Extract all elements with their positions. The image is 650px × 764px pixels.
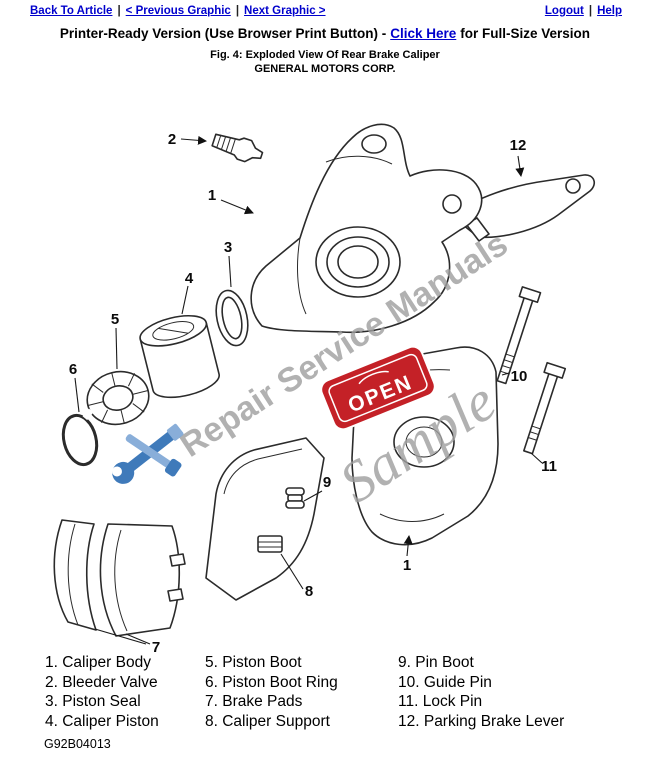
callout-guide-pin: 10 [511, 368, 528, 385]
legend-item: 12. Parking Brake Lever [398, 712, 565, 730]
piston-boot-part [86, 370, 150, 426]
pin-boot-part [285, 487, 305, 509]
company-name: GENERAL MOTORS CORP. [254, 63, 396, 75]
legend-item: 10. Guide Pin [398, 673, 492, 691]
caliper-piston-part [139, 314, 220, 399]
open-sign-script-decoration [358, 370, 389, 385]
logout-link[interactable]: Logout [544, 5, 584, 17]
callout-piston-boot-ring: 6 [69, 361, 77, 378]
legend-item: 5. Piston Boot [205, 654, 302, 671]
legend-item: 7. Brake Pads [205, 693, 303, 710]
callout-pin-boot: 9 [323, 474, 331, 491]
piston-boot-ring-part [61, 408, 99, 467]
callout-caliper-body: 1 [208, 187, 216, 204]
nav-right-group: Logout | Help [545, 5, 622, 17]
callout-leader-lines [74, 135, 543, 645]
callout-piston-boot: 5 [111, 311, 119, 328]
nav-separator: | [588, 5, 593, 17]
callout-bleeder-valve: 2 [168, 131, 176, 148]
nav-separator: | [235, 5, 240, 17]
callout-lock-pin: 11 [541, 458, 557, 475]
title-suffix: for Full-Size Version [460, 26, 591, 41]
legend-item: 2. Bleeder Valve [45, 673, 158, 691]
lock-pin-part [523, 361, 567, 455]
next-graphic-link[interactable]: Next Graphic > [244, 5, 326, 17]
legend-item: 4. Caliper Piston [45, 712, 159, 730]
tools-watermark-icon [111, 423, 184, 484]
back-to-article-link[interactable]: Back To Article [30, 5, 113, 17]
legend-item: 1. Caliper Body [45, 654, 151, 671]
parts-legend-column-2: 5. Piston Boot 6. Piston Boot Ring 7. Br… [205, 653, 338, 731]
figure-caption: Fig. 4: Exploded View Of Rear Brake Cali… [210, 49, 440, 61]
top-nav: Back To Article | < Previous Graphic | Next … [30, 5, 622, 17]
caliper-support-part [205, 437, 325, 601]
support-block-part [257, 535, 283, 553]
callout-caliper-support: 8 [305, 583, 313, 600]
title-prefix: Printer-Ready Version (Use Browser Print… [59, 26, 387, 41]
guide-pin-part [496, 286, 542, 385]
parts-legend-column-3: 9. Pin Boot 10. Guide Pin 11. Lock Pin 1… [398, 653, 564, 731]
callout-piston-seal: 3 [224, 239, 232, 256]
printer-ready-title: Printer-Ready Version (Use Browser Print… [0, 26, 650, 41]
legend-item: 9. Pin Boot [398, 654, 474, 671]
nav-separator: | [117, 5, 121, 17]
full-size-link[interactable]: Click Here [390, 26, 457, 41]
legend-item: 3. Piston Seal [45, 693, 141, 710]
bleeder-valve-part [211, 133, 264, 163]
figure-id: G92B04013 [44, 737, 111, 751]
exploded-view-diagram: Repair Service Manuals OPEN Sample [53, 123, 596, 656]
callout-caliper-body-lower: 1 [403, 557, 411, 574]
parts-legend-column-1: 1. Caliper Body 2. Bleeder Valve 3. Pist… [45, 653, 159, 731]
previous-graphic-link[interactable]: < Previous Graphic [125, 5, 231, 17]
callout-brake-pads: 7 [152, 639, 160, 656]
legend-item: 8. Caliper Support [205, 712, 330, 730]
callout-parking-brake-lever: 12 [510, 137, 527, 154]
callout-labels: 2 1 12 3 4 5 6 7 8 9 10 11 1 [69, 131, 557, 656]
help-link[interactable]: Help [597, 5, 622, 17]
open-sign-watermark: OPEN [320, 345, 436, 431]
legend-item: 6. Piston Boot Ring [205, 673, 338, 691]
parking-brake-lever-part [451, 174, 596, 242]
brake-pads-part [53, 519, 186, 637]
piston-seal-part [215, 289, 249, 347]
legend-item: 11. Lock Pin [398, 693, 483, 710]
callout-caliper-piston: 4 [185, 270, 194, 287]
caliper-body-part [250, 123, 483, 334]
nav-left-group: Back To Article | < Previous Graphic | Next … [30, 5, 326, 17]
